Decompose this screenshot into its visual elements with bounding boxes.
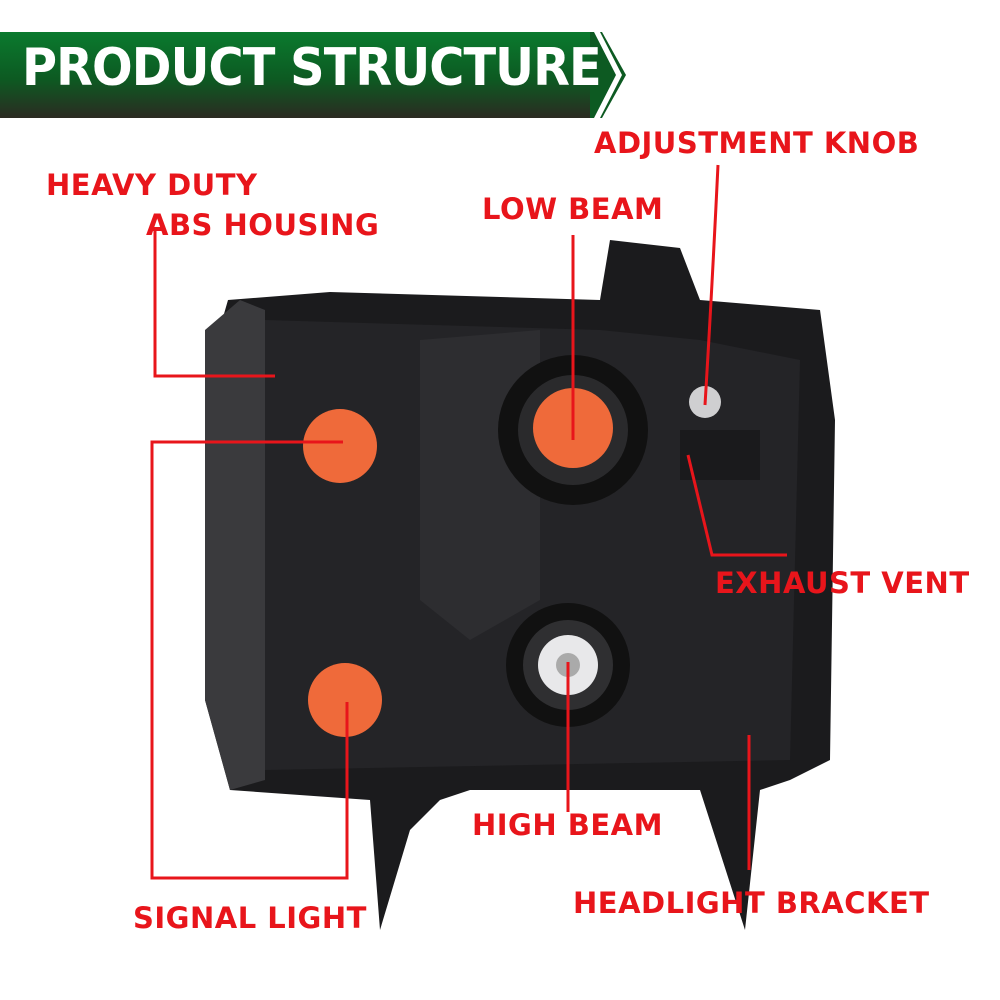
- signal-light-lower: [308, 663, 382, 737]
- label-housing-line2: ABS HOUSING: [146, 208, 380, 242]
- label-housing-line1: HEAVY DUTY: [46, 168, 258, 202]
- title-banner: [0, 32, 600, 118]
- chevron-icon: [590, 32, 626, 118]
- label-exhaust-vent: EXHAUST VENT: [715, 566, 970, 600]
- signal-light-upper: [303, 409, 377, 483]
- label-adjustment-knob: ADJUSTMENT KNOB: [594, 126, 920, 160]
- leader-lines: [150, 164, 787, 880]
- label-high-beam: HIGH BEAM: [472, 808, 663, 842]
- label-headlight-bracket: HEADLIGHT BRACKET: [573, 886, 930, 920]
- page-title: PRODUCT STRUCTURE: [22, 38, 602, 98]
- label-low-beam: LOW BEAM: [482, 192, 664, 226]
- label-signal-light: SIGNAL LIGHT: [133, 901, 367, 935]
